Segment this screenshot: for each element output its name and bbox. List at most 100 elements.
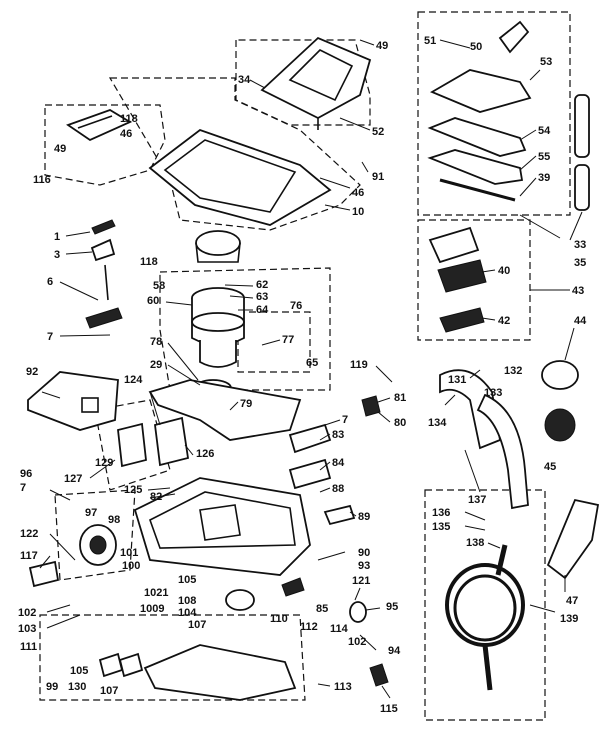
callout-105a: 105: [178, 574, 196, 586]
callout-64: 64: [256, 304, 269, 316]
callout-39: 39: [538, 172, 550, 184]
cover-clip: [66, 109, 132, 142]
wand-33b: [574, 164, 590, 211]
callout-88: 88: [332, 483, 344, 495]
callout-105b: 105: [70, 665, 88, 677]
callout-3: 3: [54, 249, 60, 261]
callout-77: 77: [282, 334, 294, 346]
floor-tool: [429, 69, 532, 113]
callout-34: 34: [238, 74, 251, 86]
callout-111: 111: [20, 641, 37, 653]
callout-103: 103: [18, 623, 36, 635]
callout-102b: 102: [348, 636, 366, 648]
latch-89: [323, 504, 356, 526]
base-body: [133, 477, 311, 576]
callout-99: 99: [46, 681, 58, 693]
callout-92: 92: [26, 366, 38, 378]
switch-part-3: [90, 238, 116, 262]
callout-139: 139: [560, 613, 578, 625]
outline-attachment-kit: [417, 11, 571, 216]
callout-94: 94: [388, 645, 401, 657]
part-shapes: [27, 20, 600, 701]
callout-107b: 107: [100, 685, 118, 697]
nozzle-50: [498, 20, 530, 54]
callout-134: 134: [428, 417, 447, 429]
callout-133: 133: [484, 387, 502, 399]
bumper-frame: [148, 379, 302, 441]
filter-cage: [195, 230, 241, 256]
rod-part-6: [104, 264, 109, 301]
callout-96: 96: [20, 468, 32, 480]
hose-extension: [476, 393, 529, 510]
callout-55: 55: [538, 151, 550, 163]
brush-42: [439, 307, 485, 333]
callout-97: 97: [85, 507, 97, 519]
callout-135: 135: [432, 521, 450, 533]
side-panel: [154, 416, 190, 467]
callout-89: 89: [358, 511, 370, 523]
callout-49b: 49: [54, 143, 66, 155]
outline-cover-clip: [44, 104, 166, 186]
callout-76: 76: [290, 300, 302, 312]
switch-part-1: [91, 219, 116, 235]
brush-55: [427, 149, 524, 185]
callout-40: 40: [498, 265, 510, 277]
callout-112: 112: [300, 621, 318, 633]
callout-121: 121: [352, 575, 370, 587]
callout-100: 100: [122, 560, 140, 572]
callout-117: 117: [20, 550, 38, 562]
hood: [148, 128, 332, 226]
callout-114: 114: [330, 623, 349, 635]
wheel-94: [349, 601, 367, 623]
callout-91: 91: [372, 171, 384, 183]
wheel-105: [98, 652, 124, 678]
callout-125: 125: [124, 484, 142, 496]
bottom-plate: [143, 644, 297, 701]
filter-45: [544, 408, 576, 442]
callout-46a: 46: [352, 187, 364, 199]
outline-top-group: [108, 77, 361, 231]
callout-113: 113: [334, 681, 352, 693]
callout-6: 6: [47, 276, 53, 288]
callout-7c: 7: [20, 482, 26, 494]
callout-1021: 1021: [144, 587, 168, 599]
callout-84: 84: [332, 457, 345, 469]
outline-cord-reel: [54, 489, 136, 581]
callout-79: 79: [240, 398, 252, 410]
callout-45: 45: [544, 461, 556, 473]
callout-136: 136: [432, 507, 450, 519]
callout-104: 104: [178, 607, 197, 619]
callout-78: 78: [150, 336, 162, 348]
bracket: [117, 422, 147, 468]
callout-122: 122: [20, 528, 38, 540]
wand-33a: [574, 94, 590, 158]
outline-tool-kit: [417, 219, 531, 341]
callout-126: 126: [196, 448, 214, 460]
plate-117: [28, 560, 60, 588]
callout-80: 80: [394, 417, 406, 429]
callout-93: 93: [358, 560, 370, 572]
callout-85: 85: [316, 603, 328, 615]
callout-49a: 49: [376, 40, 388, 52]
top-cover: [260, 36, 372, 120]
wheel-130: [118, 652, 144, 678]
bag-housing: [27, 371, 119, 431]
dust-cup-44: [541, 360, 579, 390]
callout-47: 47: [566, 595, 578, 607]
gear-assembly: [225, 589, 255, 611]
callout-118b: 118: [140, 256, 158, 268]
callout-110: 110: [270, 613, 288, 625]
callout-130: 130: [68, 681, 86, 693]
callout-labels: 49 34 52 91 46 10 118 46 49 116 1 3 6 7 …: [18, 35, 587, 715]
brush-40: [437, 259, 487, 293]
callout-46b: 46: [120, 128, 132, 140]
callout-108: 108: [178, 595, 196, 607]
guide-83: [288, 423, 332, 454]
callout-107a: 107: [188, 619, 206, 631]
callout-51: 51: [424, 35, 436, 47]
callout-50: 50: [470, 41, 482, 53]
callout-95: 95: [386, 601, 398, 613]
callout-43: 43: [572, 285, 584, 297]
callout-33: 33: [574, 239, 586, 251]
